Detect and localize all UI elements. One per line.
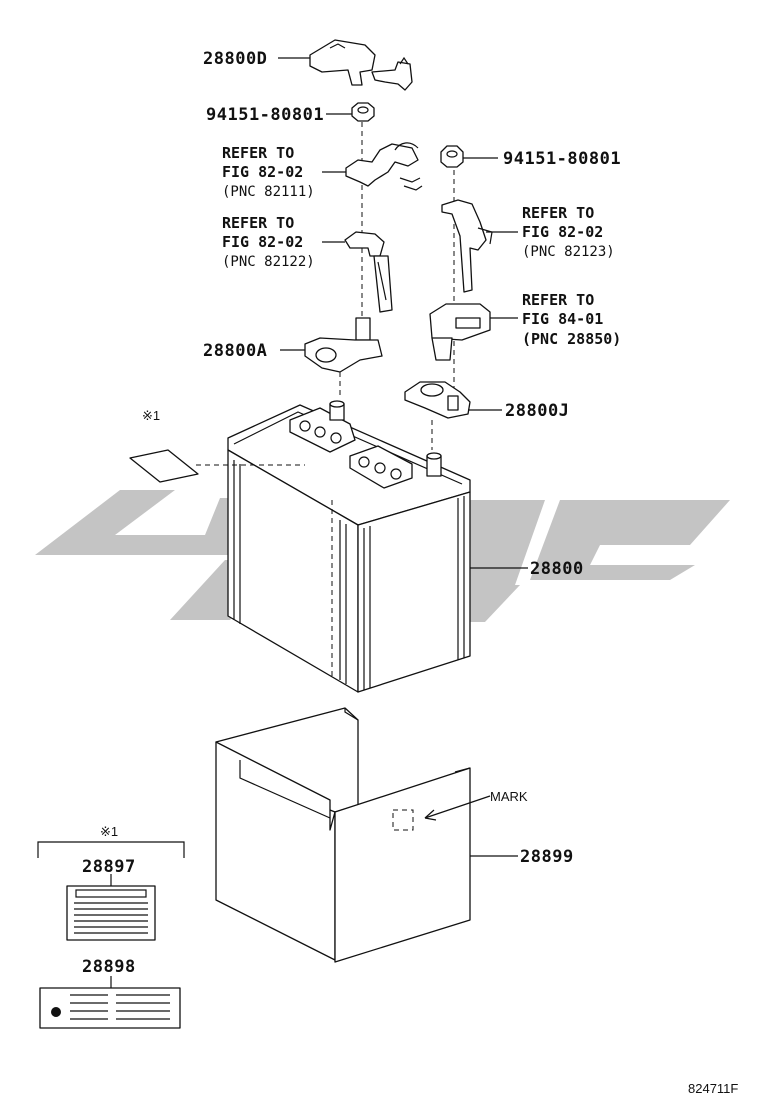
positive-cable-part (441, 199, 493, 293)
note-mark-top: ※1 (142, 408, 160, 423)
part-number-battery: 28800 (530, 559, 584, 579)
negative-cable-part (344, 231, 393, 313)
battery-cover-part (309, 39, 413, 91)
label-placement-marker (129, 449, 305, 483)
ref4-line2: FIG 84-01 (522, 310, 603, 328)
ref4-line1: REFER TO (522, 291, 594, 309)
negative-terminal-part (304, 317, 383, 373)
part-number-tray: 28899 (520, 847, 574, 867)
ref4-line3: (PNC 28850) (522, 330, 621, 348)
note-mark-box: ※1 (100, 824, 118, 839)
part-number-nut-left: 94151-80801 (206, 105, 324, 125)
part-number-pos-terminal: 28800J (505, 401, 569, 421)
ref1-line3: (PNC 82111) (222, 184, 315, 200)
ref1-line1: REFER TO (222, 144, 294, 162)
ref3-line3: (PNC 82123) (522, 244, 615, 260)
fuse-block-part (429, 303, 491, 361)
caution-label-group (37, 841, 185, 1029)
nut-left-part (351, 102, 375, 122)
ref2-line3: (PNC 82122) (222, 254, 315, 270)
nut-right-part (440, 145, 464, 168)
part-number-nut-right: 94151-80801 (503, 149, 621, 169)
part-number-cover: 28800D (203, 49, 267, 69)
part-number-warning-label: 28898 (82, 957, 136, 977)
battery-tray-part (215, 707, 491, 963)
part-number-neg-terminal: 28800A (203, 341, 267, 361)
ref3-line2: FIG 82-02 (522, 223, 603, 241)
ref2-line2: FIG 82-02 (222, 233, 303, 251)
part-number-caution-label: 28897 (82, 857, 136, 877)
positive-terminal-part (404, 381, 471, 419)
ground-cable-part (345, 142, 423, 191)
ref2-line1: REFER TO (222, 214, 294, 232)
mark-label: MARK (490, 789, 528, 804)
battery-part (227, 400, 471, 693)
ref1-line2: FIG 82-02 (222, 163, 303, 181)
ref3-line1: REFER TO (522, 204, 594, 222)
diagram-id: 824711F (688, 1081, 738, 1096)
